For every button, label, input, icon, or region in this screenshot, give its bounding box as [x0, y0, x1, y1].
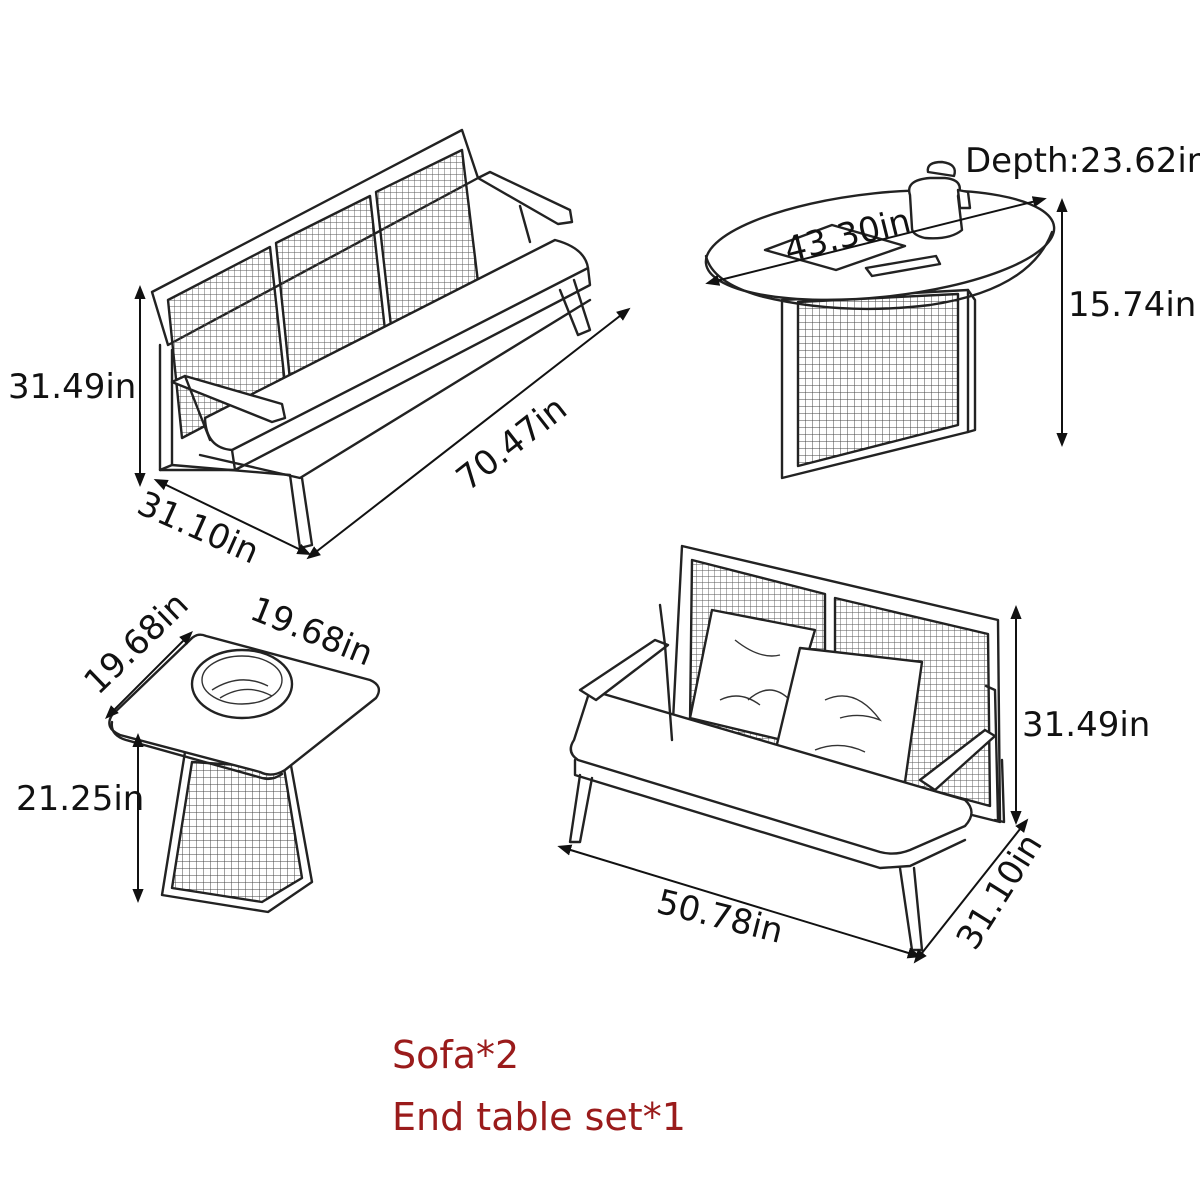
- sofa3-width-arrow: [306, 307, 631, 560]
- three-seat-sofa: [150, 128, 592, 550]
- caption-sofa-count: Sofa*2: [392, 1033, 519, 1077]
- sofa2-depth-arrow: [913, 818, 1029, 964]
- coffee-width-arrow: [705, 196, 1047, 286]
- end-height-label: 21.25in: [16, 779, 144, 819]
- sofa2-depth-label: 31.10in: [949, 827, 1051, 957]
- two-seat-sofa: [568, 544, 1006, 952]
- sofa3-depth-arrow: [153, 478, 312, 556]
- sofa2-width-arrow: [557, 844, 922, 959]
- coffee-depth-label: Depth:23.62in: [965, 141, 1200, 181]
- sofa2-width-label: 50.78in: [653, 882, 787, 952]
- sofa3-width-label: 70.47in: [449, 389, 575, 500]
- sofa3-height-label: 31.49in: [8, 367, 136, 407]
- coffee-height-label: 15.74in: [1068, 285, 1196, 325]
- end-width-a-arrow: [105, 631, 193, 719]
- end-table: [108, 633, 381, 914]
- sofa2-height-label: 31.49in: [1022, 705, 1150, 745]
- sofa3-depth-label: 31.10in: [131, 484, 265, 573]
- caption-end-table-count: End table set*1: [392, 1095, 686, 1139]
